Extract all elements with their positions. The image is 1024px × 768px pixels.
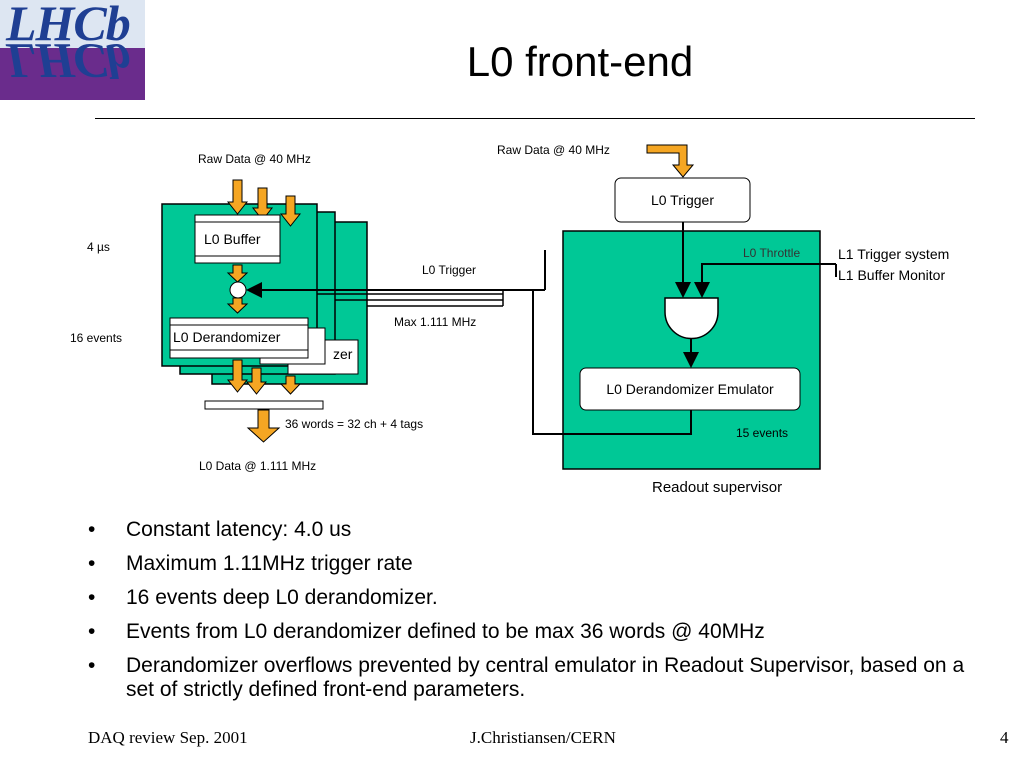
l0-throttle-line: [694, 263, 836, 298]
bullet-text: 16 events deep L0 derandomizer.: [126, 586, 438, 609]
bullet-item: • Events from L0 derandomizer defined to …: [88, 620, 988, 644]
l0-buffer-box: [194, 214, 281, 264]
bullet-text: Derandomizer overflows prevented by cent…: [126, 654, 965, 701]
bullet-symbol: •: [88, 586, 96, 609]
bullet-item: • 16 events deep L0 derandomizer.: [88, 586, 988, 610]
raw-data-label-left: Raw Data @ 40 MHz: [198, 152, 311, 166]
max-rate-label: Max 1.111 MHz: [394, 315, 477, 329]
l0-buffer-label: L0 Buffer: [204, 231, 261, 247]
logo-text: LHCb: [6, 0, 131, 51]
bullet-text: Maximum 1.11MHz trigger rate: [126, 552, 413, 575]
l1-trigger-system-label: L1 Trigger system: [838, 246, 950, 262]
l0-trigger-line-label: L0 Trigger: [422, 263, 477, 277]
readout-supervisor-label: Readout supervisor: [652, 479, 783, 496]
latency-label: 4 µs: [87, 240, 110, 254]
slide-title: L0 front-end: [466, 38, 694, 85]
raw-data-label-right: Raw Data @ 40 MHz: [497, 143, 610, 157]
bullet-text: Constant latency: 4.0 us: [126, 518, 352, 541]
and-gate: [664, 297, 719, 340]
bullet-symbol: •: [88, 552, 96, 575]
lhcb-logo: LHCb LHCb: [0, 0, 145, 100]
footer-center: J.Christiansen/CERN: [470, 728, 616, 747]
derandomizer-output-arrows: [226, 359, 302, 395]
bullet-symbol: •: [88, 654, 96, 677]
page-number: 4: [1000, 728, 1009, 747]
words-label: 36 words = 32 ch + 4 tags: [285, 417, 424, 431]
bullet-item: • Derandomizer overflows prevented by cen…: [88, 654, 988, 702]
bullet-symbol: •: [88, 620, 96, 643]
events-16-label: 16 events: [70, 331, 123, 345]
emulator-label: L0 Derandomizer Emulator: [606, 381, 774, 397]
bullet-item: • Constant latency: 4.0 us: [88, 518, 988, 542]
output-merge-bar: [204, 400, 324, 410]
bullet-item: • Maximum 1.11MHz trigger rate: [88, 552, 988, 576]
l1-buffer-monitor-label: L1 Buffer Monitor: [838, 267, 946, 283]
emulator-feedback-line: [532, 290, 692, 435]
l0-data-label: L0 Data @ 1.111 MHz: [199, 459, 317, 473]
l0-derandomizer-label: L0 Derandomizer: [173, 329, 281, 345]
l0-data-output-arrow: [246, 409, 281, 443]
l0-trigger-box-label: L0 Trigger: [650, 192, 715, 208]
derandomizer-back-label: zer: [333, 346, 353, 362]
footer-left: DAQ review Sep. 2001: [88, 728, 248, 747]
node-to-derandomizer-arrow: [226, 297, 249, 314]
trigger-and-node: [229, 281, 247, 299]
buffer-to-node-arrow: [226, 264, 249, 283]
l0-throttle-label: L0 Throttle: [743, 246, 801, 260]
events-15-label: 15 events: [736, 426, 789, 440]
raw-data-input-arrow-right: [646, 144, 695, 178]
raw-data-input-arrows: [226, 179, 302, 227]
l0-frontend-diagram: [161, 144, 837, 470]
title-divider: [95, 118, 975, 119]
bullet-symbol: •: [88, 518, 96, 541]
bullet-text: Events from L0 derandomizer defined to b…: [126, 620, 765, 643]
l0-trigger-distribution-lines: [317, 290, 504, 307]
bullet-list: • Constant latency: 4.0 us • Maximum 1.11M…: [88, 518, 988, 712]
